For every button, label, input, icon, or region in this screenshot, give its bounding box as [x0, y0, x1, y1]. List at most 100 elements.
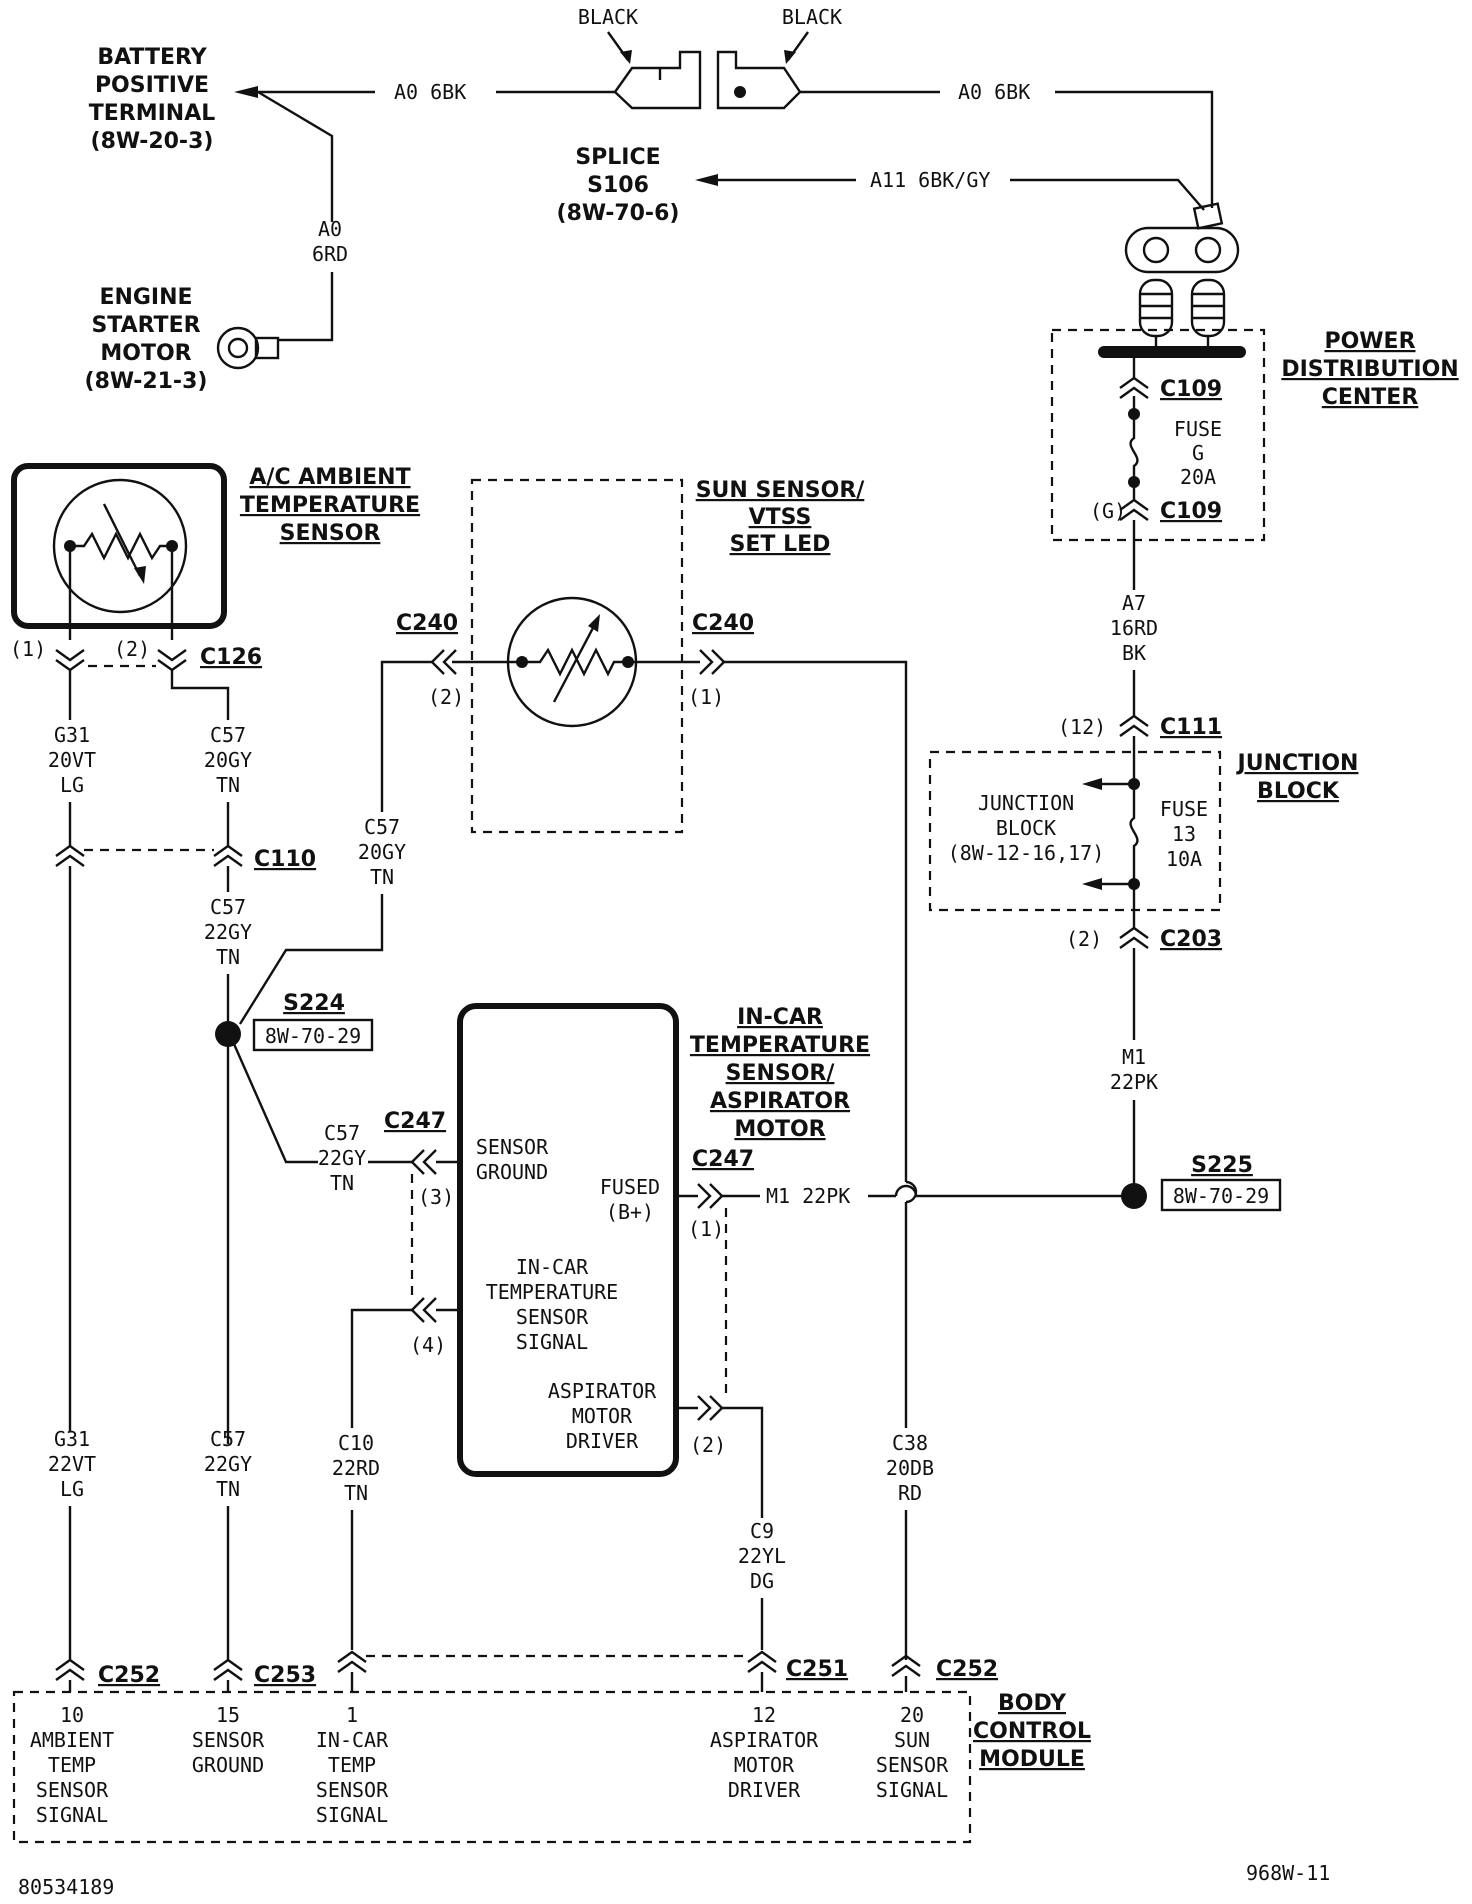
svg-text:TN: TN: [216, 1477, 240, 1501]
svg-text:DRIVER: DRIVER: [566, 1429, 639, 1453]
junction-block-box: [928, 750, 1222, 912]
svg-text:20: 20: [900, 1703, 924, 1727]
svg-text:(G): (G): [1090, 499, 1126, 523]
svg-text:JUNCTION: JUNCTION: [978, 791, 1074, 815]
svg-text:SENSOR: SENSOR: [316, 1778, 389, 1802]
junction-block-inner-label: JUNCTION BLOCK (8W-12-16,17): [948, 791, 1105, 865]
svg-text:C252: C252: [936, 1657, 998, 1682]
battery-positive-terminal: BATTERY POSITIVE TERMINAL (8W-20-3): [89, 45, 258, 154]
svg-text:22PK: 22PK: [1110, 1070, 1158, 1094]
bcm-pin-10: 10 AMBIENT TEMP SENSOR SIGNAL: [30, 1703, 114, 1827]
svg-text:22VT: 22VT: [48, 1452, 96, 1476]
svg-text:DRIVER: DRIVER: [728, 1778, 801, 1802]
svg-text:SET LED: SET LED: [730, 532, 831, 557]
svg-text:16RD: 16RD: [1110, 616, 1158, 640]
svg-text:ASPIRATOR: ASPIRATOR: [548, 1379, 657, 1403]
svg-text:ASPIRATOR: ASPIRATOR: [710, 1728, 819, 1752]
svg-text:G: G: [1192, 441, 1204, 465]
svg-text:22GY: 22GY: [204, 920, 252, 944]
svg-text:C240: C240: [396, 611, 458, 636]
svg-text:TEMP: TEMP: [328, 1753, 376, 1777]
bcm-pin-20: 20 SUN SENSOR SIGNAL: [876, 1703, 949, 1802]
svg-text:22RD: 22RD: [332, 1456, 380, 1480]
svg-text:MOTOR: MOTOR: [572, 1404, 633, 1428]
wire-a0-6bk-left: A0 6BK: [394, 80, 466, 104]
svg-text:MOTOR: MOTOR: [734, 1753, 795, 1777]
svg-text:SENSOR: SENSOR: [476, 1135, 549, 1159]
pdc-terminal-block: [1124, 202, 1240, 350]
svg-text:8W-70-29: 8W-70-29: [1173, 1184, 1269, 1208]
engine-starter-motor: ENGINE STARTER MOTOR (8W-21-3): [85, 285, 280, 394]
svg-text:SUN SENSOR/: SUN SENSOR/: [696, 478, 866, 503]
svg-text:12: 12: [752, 1703, 776, 1727]
svg-text:TEMPERATURE: TEMPERATURE: [486, 1280, 618, 1304]
bcm-pin-1: 1 IN-CAR TEMP SENSOR SIGNAL: [316, 1703, 389, 1827]
svg-text:BATTERY: BATTERY: [97, 45, 207, 70]
svg-text:SIGNAL: SIGNAL: [876, 1778, 948, 1802]
svg-text:POSITIVE: POSITIVE: [95, 73, 209, 98]
svg-text:C110: C110: [254, 847, 316, 872]
svg-text:TN: TN: [344, 1481, 368, 1505]
ac-ambient-temperature-sensor-housing: [11, 463, 227, 629]
svg-text:8W-70-29: 8W-70-29: [265, 1024, 361, 1048]
connector-c110: C110: [55, 844, 316, 872]
svg-text:1: 1: [346, 1703, 358, 1727]
junction-block-label: JUNCTION BLOCK: [1236, 751, 1359, 804]
wire-a11: A11 6BK/GY: [870, 168, 990, 192]
fuse-g-label: FUSE G 20A: [1174, 417, 1222, 489]
svg-text:SENSOR: SENSOR: [36, 1778, 109, 1802]
svg-text:C247: C247: [384, 1109, 446, 1134]
svg-text:TEMPERATURE: TEMPERATURE: [240, 493, 420, 518]
svg-text:C251: C251: [786, 1657, 848, 1682]
svg-text:AMBIENT: AMBIENT: [30, 1728, 114, 1752]
in-car-temperature-sensor-label: IN-CAR TEMPERATURE SENSOR/ ASPIRATOR MOT…: [690, 1005, 870, 1142]
svg-text:SENSOR/: SENSOR/: [726, 1061, 836, 1086]
svg-text:20GY: 20GY: [358, 840, 406, 864]
svg-text:A0: A0: [318, 217, 342, 241]
svg-text:(1): (1): [688, 685, 724, 709]
svg-text:TN: TN: [216, 773, 240, 797]
svg-text:SENSOR: SENSOR: [192, 1728, 265, 1752]
svg-text:ASPIRATOR: ASPIRATOR: [710, 1089, 850, 1114]
svg-text:TERMINAL: TERMINAL: [89, 101, 216, 126]
connector-c240-left: C240 (2): [396, 611, 464, 709]
svg-text:GROUND: GROUND: [476, 1160, 548, 1184]
splice-s224: S224 8W-70-29: [215, 991, 374, 1052]
svg-text:DG: DG: [750, 1569, 774, 1593]
svg-text:TN: TN: [216, 945, 240, 969]
svg-text:BLOCK: BLOCK: [996, 816, 1056, 840]
svg-text:IN-CAR: IN-CAR: [737, 1005, 823, 1030]
svg-text:(1): (1): [10, 637, 46, 661]
svg-text:SENSOR: SENSOR: [280, 521, 381, 546]
svg-text:FUSE: FUSE: [1160, 797, 1208, 821]
svg-text:22YL: 22YL: [738, 1544, 786, 1568]
svg-text:DISTRIBUTION: DISTRIBUTION: [1281, 357, 1458, 382]
svg-text:(2): (2): [114, 637, 150, 661]
connector-c252-left: C252: [55, 1658, 160, 1688]
svg-text:C252: C252: [98, 1663, 160, 1688]
splice-s106: SPLICE S106 (8W-70-6): [557, 145, 718, 226]
svg-text:SUN: SUN: [894, 1728, 930, 1752]
svg-text:(8W-20-3): (8W-20-3): [91, 129, 214, 154]
svg-text:SIGNAL: SIGNAL: [316, 1803, 388, 1827]
svg-text:G31: G31: [54, 1427, 90, 1451]
svg-text:C109: C109: [1160, 499, 1222, 524]
svg-text:S224: S224: [283, 991, 345, 1016]
svg-text:(1): (1): [688, 1217, 724, 1241]
fuse-13-element: [1129, 784, 1139, 884]
connector-c111: (12) C111: [1058, 714, 1222, 740]
svg-text:BK: BK: [1122, 641, 1146, 665]
svg-text:FUSE: FUSE: [1174, 417, 1222, 441]
svg-text:C38: C38: [892, 1431, 928, 1455]
svg-text:(8W-70-6): (8W-70-6): [557, 201, 680, 226]
svg-text:FUSED: FUSED: [600, 1175, 660, 1199]
connector-c109-top: C109: [1119, 376, 1222, 402]
svg-text:S225: S225: [1191, 1153, 1253, 1178]
svg-text:(3): (3): [418, 1185, 454, 1209]
svg-text:S106: S106: [587, 173, 649, 198]
svg-text:C109: C109: [1160, 377, 1222, 402]
svg-text:C57: C57: [210, 1427, 246, 1451]
svg-text:22GY: 22GY: [204, 1452, 252, 1476]
svg-text:C203: C203: [1160, 927, 1222, 952]
